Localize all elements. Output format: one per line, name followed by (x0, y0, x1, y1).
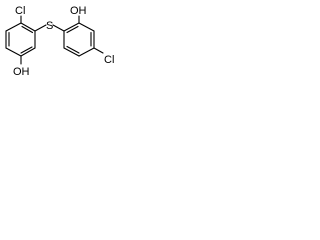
sulfur-label: S (46, 20, 53, 32)
bond-cl-right (93, 47, 104, 54)
double-bond (66, 25, 79, 34)
bond (78, 22, 95, 32)
bond-s-left (34, 24, 47, 32)
bond (78, 47, 95, 57)
left-benzene-ring (5, 22, 36, 57)
bond (20, 47, 36, 57)
chlorine-label-right: Cl (104, 54, 114, 66)
hydroxyl-label-right: OH (70, 5, 87, 17)
double-bond (21, 25, 34, 34)
bond (63, 47, 80, 57)
bond-s-right (52, 24, 65, 32)
double-bond (66, 45, 80, 54)
bond (63, 22, 80, 32)
double-bond (20, 46, 33, 54)
molecule-structure: Cl OH S OH Cl (5, 5, 114, 78)
bond (20, 22, 36, 32)
bond (5, 47, 22, 57)
hydroxyl-label-left: OH (13, 66, 30, 78)
chlorine-label-left: Cl (15, 5, 25, 17)
bond (5, 22, 22, 32)
right-benzene-ring (63, 22, 95, 57)
